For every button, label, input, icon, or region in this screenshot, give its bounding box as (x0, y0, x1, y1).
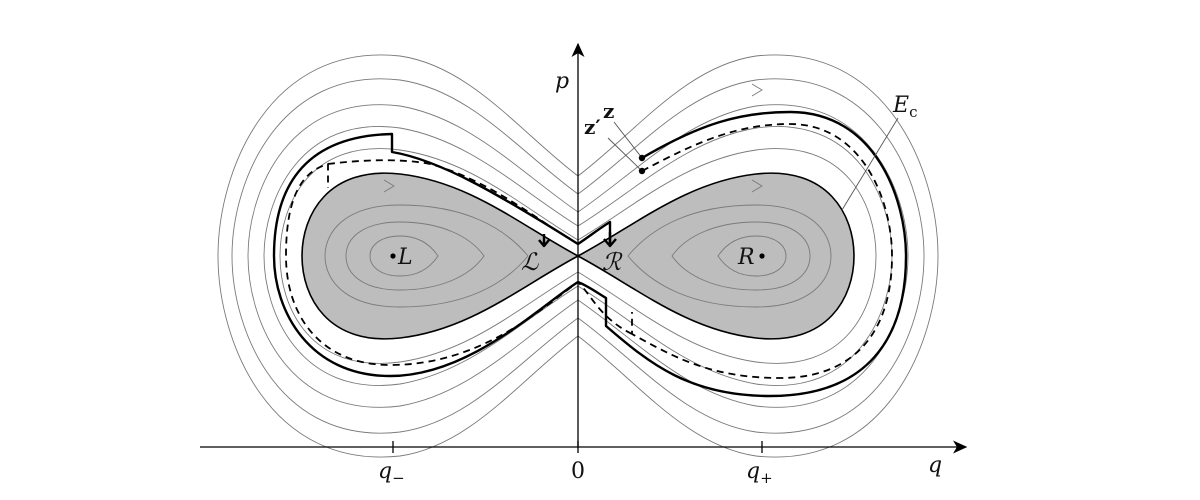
y-axis-label: p (555, 69, 569, 94)
left-region-indicator (538, 234, 550, 248)
z-point (638, 154, 646, 162)
right-orbit-3 (717, 235, 787, 277)
tick-label-zero: 0 (571, 459, 585, 484)
shaded-wells (301, 172, 855, 340)
separatrix-leader (841, 117, 899, 211)
right-well-region (576, 172, 855, 340)
inner-orbits (324, 204, 832, 308)
left-orbit-3 (369, 235, 439, 277)
flow-arrow-left-lobe (383, 179, 395, 193)
flow-arrow-right-lobe (751, 179, 763, 193)
tick-label-q-minus: q− (378, 459, 405, 487)
right-orbit-1 (671, 221, 811, 291)
z-prime-point (638, 167, 646, 175)
tick-label-q-plus: q+ (746, 459, 773, 487)
separatrix-label: Ec (892, 93, 917, 121)
flow-arrows (383, 83, 763, 193)
right-region-label: ℛ (602, 248, 623, 276)
z-leader (613, 121, 643, 159)
left-region-label: ℒ (521, 248, 539, 276)
right-region-indicator (603, 232, 617, 248)
flow-arrow-outer (751, 83, 763, 97)
left-equilibrium-label: L (397, 245, 413, 270)
left-well-region (301, 172, 580, 340)
x-axis-label: q (928, 453, 942, 478)
right-equilibrium-label: R (737, 245, 755, 270)
left-orbit-1 (345, 221, 485, 291)
right-equilibrium-dot (759, 253, 765, 259)
left-orbit-2 (324, 204, 529, 308)
z-label: z (603, 99, 614, 123)
left-equilibrium-dot (390, 253, 396, 259)
right-orbit-2 (627, 204, 832, 308)
z-prime-leader (607, 137, 643, 172)
z-prime-label: z′ (584, 115, 601, 139)
